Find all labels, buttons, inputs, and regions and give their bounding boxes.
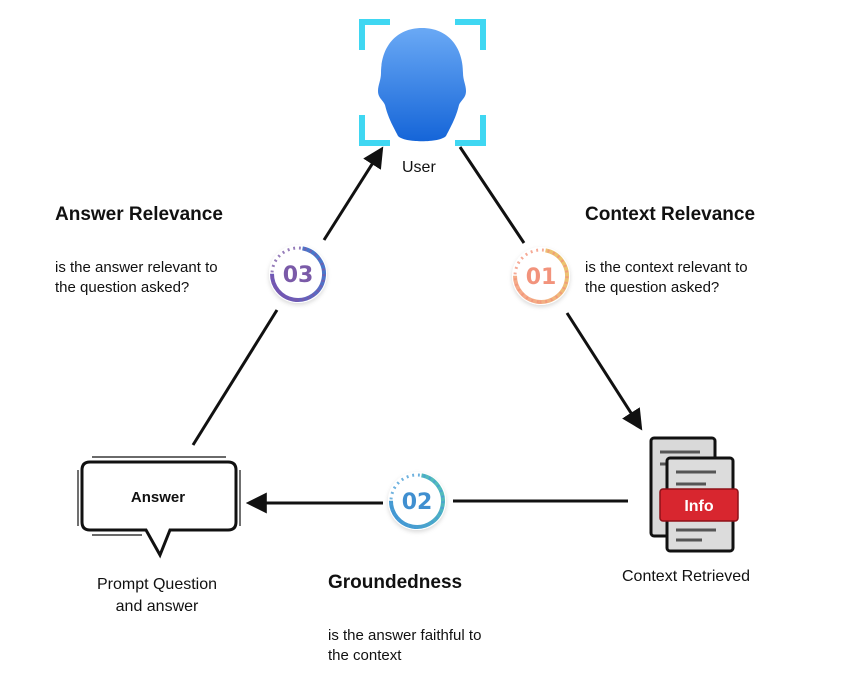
step-badge-02: 02 (388, 472, 446, 530)
groundedness-desc: is the answer faithful to the context (328, 626, 481, 666)
step-number-01: 01 (526, 265, 557, 290)
user-label: User (402, 159, 436, 176)
answer-relevance-desc-line2: the question asked? (55, 279, 190, 296)
step-badge-03: 03 (269, 245, 327, 303)
prompt-question-label: Prompt Question and answer (78, 574, 236, 618)
context-relevance-desc: is the context relevant to the question … (585, 258, 748, 298)
info-badge (659, 488, 739, 522)
info-badge-label: Info (684, 498, 714, 515)
groundedness-title: Groundedness (328, 572, 463, 593)
groundedness-desc-line2: the context (328, 647, 402, 664)
context-relevance-desc-line1: is the context relevant to (585, 259, 748, 276)
edge-answer-to-step03 (191, 309, 279, 446)
user-node (359, 19, 486, 146)
context-relevance-title: Context Relevance (585, 204, 756, 225)
groundedness-desc-line1: is the answer faithful to (328, 627, 482, 644)
user-head-icon (378, 28, 466, 142)
answer-relevance-desc: is the answer relevant to the question a… (55, 258, 218, 298)
edge-user-to-step01 (458, 146, 526, 244)
step-badge-01: 01 (512, 247, 570, 305)
context-documents-icon: Info (649, 436, 739, 553)
answer-relevance-title: Answer Relevance (55, 204, 223, 225)
arrow-step03-to-user (322, 146, 384, 241)
arrow-step01-to-context (565, 312, 643, 431)
context-relevance-desc-line2: the question asked? (585, 279, 720, 296)
answer-speech-bubble (77, 456, 241, 559)
prompt-question-label-line1: Prompt Question (96, 576, 218, 593)
connectors (191, 146, 643, 514)
step-number-02: 02 (402, 490, 433, 515)
focus-frame-icon (359, 19, 486, 146)
context-retrieved-label: Context Retrieved (622, 568, 751, 585)
step-number-03: 03 (283, 263, 314, 288)
answer-relevance-desc-line1: is the answer relevant to (55, 259, 218, 276)
answer-bubble-text: Answer (131, 489, 185, 506)
prompt-question-label-line2: and answer (115, 598, 199, 615)
